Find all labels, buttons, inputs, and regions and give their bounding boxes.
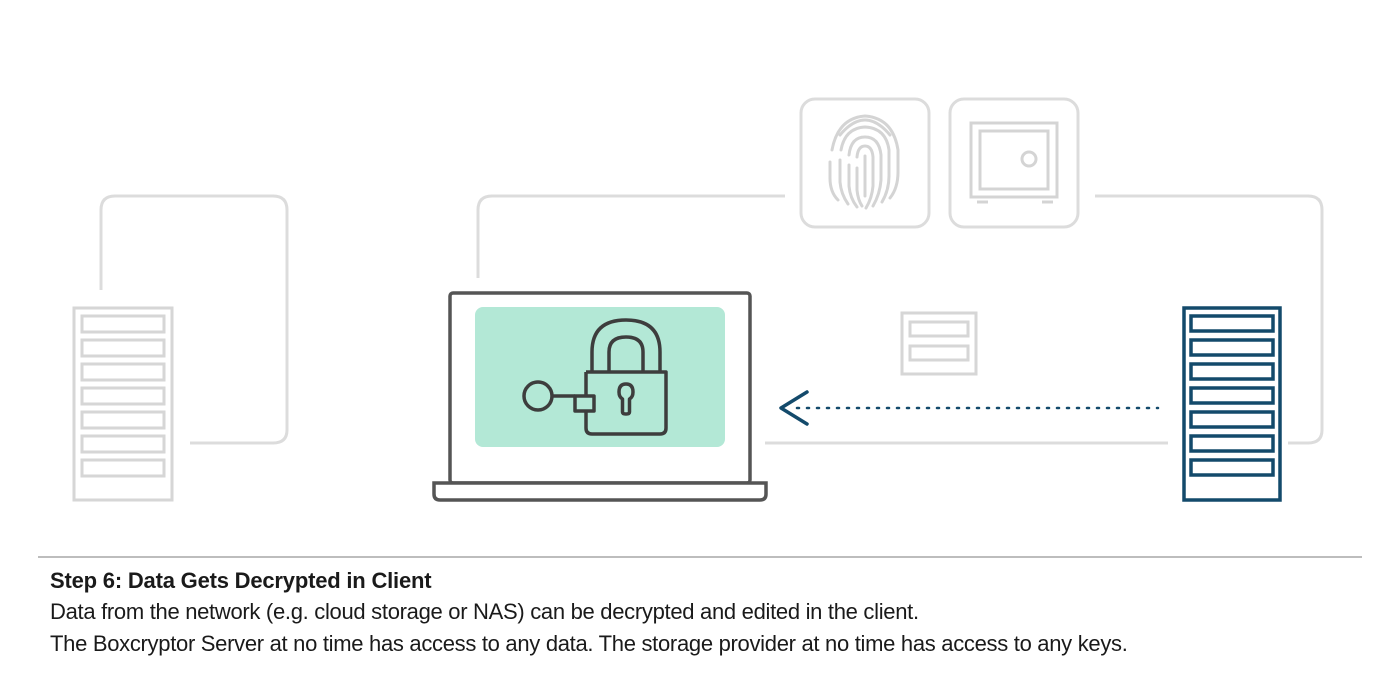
storage-server-icon xyxy=(1182,306,1282,502)
fingerprint-icon xyxy=(799,97,931,229)
step-title: Step 6: Data Gets Decrypted in Client xyxy=(50,568,432,593)
key-and-padlock-icon xyxy=(522,318,668,436)
caption-line-2: The Boxcryptor Server at no time has acc… xyxy=(50,631,1128,656)
caption-block: Step 6: Data Gets Decrypted in Client Da… xyxy=(50,565,1380,660)
laptop-icon xyxy=(432,291,768,502)
dotted-left-arrow-icon xyxy=(779,390,1160,426)
connector-lines xyxy=(99,194,1324,445)
caption-divider xyxy=(38,556,1362,558)
data-block-icon xyxy=(900,311,978,376)
safe-icon xyxy=(948,97,1080,229)
caption-line-1: Data from the network (e.g. cloud storag… xyxy=(50,599,919,624)
left-server-icon xyxy=(72,306,174,502)
